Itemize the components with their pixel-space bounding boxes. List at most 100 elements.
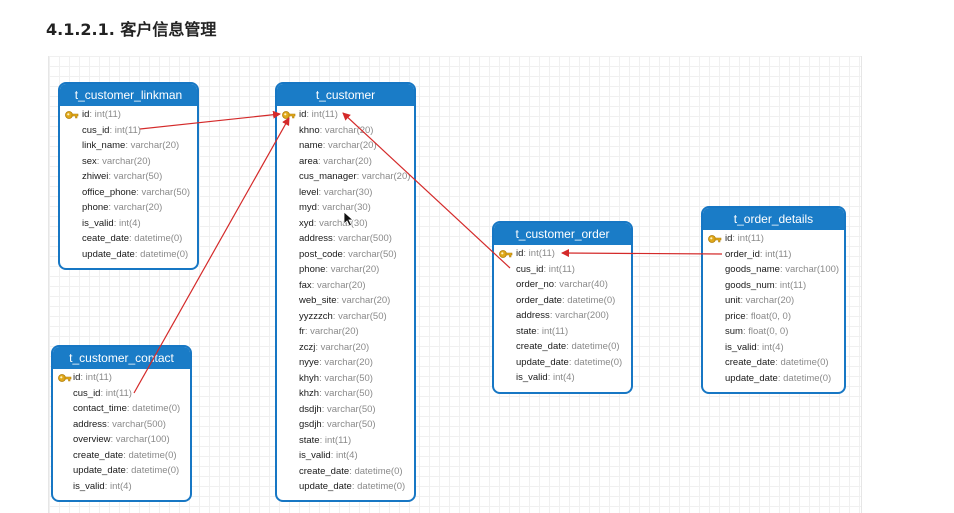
field-row: ceate_date: datetime(0) xyxy=(60,231,197,247)
field-name: web_site xyxy=(299,295,337,306)
relation-details-order xyxy=(561,249,723,258)
entity-t-customer-linkman[interactable]: t_customer_linkman id: int(11)cus_id: in… xyxy=(58,82,199,270)
field-name: yyzzzch xyxy=(299,310,333,322)
field-row: fr: varchar(20) xyxy=(277,324,414,340)
field-row: order_id: int(11) xyxy=(703,247,844,263)
field-type: : int(11) xyxy=(759,248,792,260)
field-type: : int(11) xyxy=(774,279,807,291)
field-name: cus_id xyxy=(73,387,101,399)
field-row: is_valid: int(4) xyxy=(494,370,631,386)
field-row: address: varchar(500) xyxy=(53,417,190,433)
field-name: khzh xyxy=(299,388,320,399)
field-type: : int(11) xyxy=(536,325,569,337)
field-type: : varchar(100) xyxy=(779,264,840,275)
field-row: goods_name: varchar(100) xyxy=(703,262,844,278)
field-name: is_valid xyxy=(73,480,105,492)
field-name: fr xyxy=(299,326,305,337)
field-row: goods_num: int(11) xyxy=(703,278,844,294)
entity-title: t_customer xyxy=(277,84,414,106)
field-type: : varchar(20) xyxy=(96,155,151,167)
field-row: address: varchar(500) xyxy=(277,231,414,247)
field-type: : varchar(500) xyxy=(332,233,392,244)
field-type: : varchar(20) xyxy=(319,124,374,136)
field-name: is_valid xyxy=(516,372,548,383)
field-row: cus_id: int(11) xyxy=(60,123,197,139)
field-name: dsdjh xyxy=(299,403,322,415)
field-type: : int(11) xyxy=(306,109,338,120)
field-row: is_valid: int(4) xyxy=(53,479,190,495)
field-row: zczj: varchar(20) xyxy=(277,340,414,356)
relation-order-customer xyxy=(342,112,511,269)
field-type: : varchar(20) xyxy=(740,295,795,306)
field-type: : varchar(50) xyxy=(332,310,387,322)
field-name: goods_num xyxy=(725,279,775,291)
field-row: cus_id: int(11) xyxy=(53,386,190,402)
entity-t-customer-contact[interactable]: t_customer_contact id: int(11)cus_id: in… xyxy=(51,345,192,502)
entity-t-customer[interactable]: t_customer id: int(11)khno: varchar(20)n… xyxy=(275,82,416,502)
field-type: : datetime(0) xyxy=(561,294,616,306)
field-row: fax: varchar(20) xyxy=(277,278,414,294)
field-list: id: int(11)khno: varchar(20)name: varcha… xyxy=(277,106,414,495)
field-row: order_no: varchar(40) xyxy=(494,277,631,293)
field-row: khzh: varchar(50) xyxy=(277,386,414,402)
field-type: : int(11) xyxy=(109,124,141,136)
field-name: zczj xyxy=(299,341,316,353)
field-type: : varchar(20) xyxy=(356,171,411,182)
field-row: myd: varchar(30) xyxy=(277,200,414,216)
field-type: : varchar(20) xyxy=(336,295,391,306)
field-type: : varchar(200) xyxy=(549,310,609,321)
field-name: create_date xyxy=(725,357,776,368)
field-name: is_valid xyxy=(299,450,331,461)
field-row: update_date: datetime(0) xyxy=(53,463,190,479)
field-name: level xyxy=(299,186,319,198)
entity-t-order-details[interactable]: t_order_details id: int(11)order_id: int… xyxy=(701,206,846,394)
field-name: update_date xyxy=(73,465,126,476)
field-name: post_code xyxy=(299,248,343,260)
field-row: gsdjh: varchar(50) xyxy=(277,417,414,433)
field-name: overview xyxy=(73,434,111,445)
field-type: : int(11) xyxy=(732,233,764,244)
field-type: : datetime(0) xyxy=(123,449,177,461)
field-type: : datetime(0) xyxy=(129,233,183,244)
field-row: update_date: datetime(0) xyxy=(494,355,631,371)
field-row: create_date: datetime(0) xyxy=(703,355,844,371)
field-name: sex xyxy=(82,155,97,167)
field-row: is_valid: int(4) xyxy=(277,448,414,464)
field-type: : int(11) xyxy=(319,434,352,446)
field-name: id xyxy=(299,109,307,120)
field-type: : varchar(20) xyxy=(325,264,380,275)
field-type: : varchar(20) xyxy=(125,140,180,151)
field-type: : varchar(30) xyxy=(316,202,371,213)
field-name: xyd xyxy=(299,217,314,229)
field-row: id: int(11) xyxy=(703,231,844,247)
field-name: order_date xyxy=(516,294,562,306)
field-row: phone: varchar(20) xyxy=(277,262,414,278)
field-row: create_date: datetime(0) xyxy=(494,339,631,355)
field-type: : varchar(50) xyxy=(321,403,376,415)
field-name: myd xyxy=(299,202,317,213)
field-row: state: int(11) xyxy=(494,324,631,340)
field-type: : varchar(20) xyxy=(304,326,359,337)
field-name: ceate_date xyxy=(82,233,130,244)
field-row: phone: varchar(20) xyxy=(60,200,197,216)
entity-title: t_customer_contact xyxy=(53,347,190,369)
field-name: phone xyxy=(299,264,326,275)
field-type: : varchar(20) xyxy=(311,279,366,291)
field-type: : datetime(0) xyxy=(126,403,181,414)
primary-key-icon xyxy=(499,248,513,260)
field-type: : int(4) xyxy=(330,450,358,461)
field-type: : datetime(0) xyxy=(568,356,623,368)
field-row: contact_time: datetime(0) xyxy=(53,401,190,417)
field-row: nyye: varchar(20) xyxy=(277,355,414,371)
field-name: contact_time xyxy=(73,403,127,414)
field-type: : int(4) xyxy=(547,372,575,383)
primary-key-icon xyxy=(65,109,79,121)
entity-title: t_order_details xyxy=(703,208,844,230)
field-name: cus_id xyxy=(516,263,544,275)
field-row: is_valid: int(4) xyxy=(60,216,197,232)
field-row: office_phone: varchar(50) xyxy=(60,185,197,201)
relation-linkman-customer xyxy=(139,110,281,130)
field-type: : varchar(50) xyxy=(108,171,163,182)
field-name: office_phone xyxy=(82,186,137,198)
field-name: zhiwei xyxy=(82,171,109,182)
